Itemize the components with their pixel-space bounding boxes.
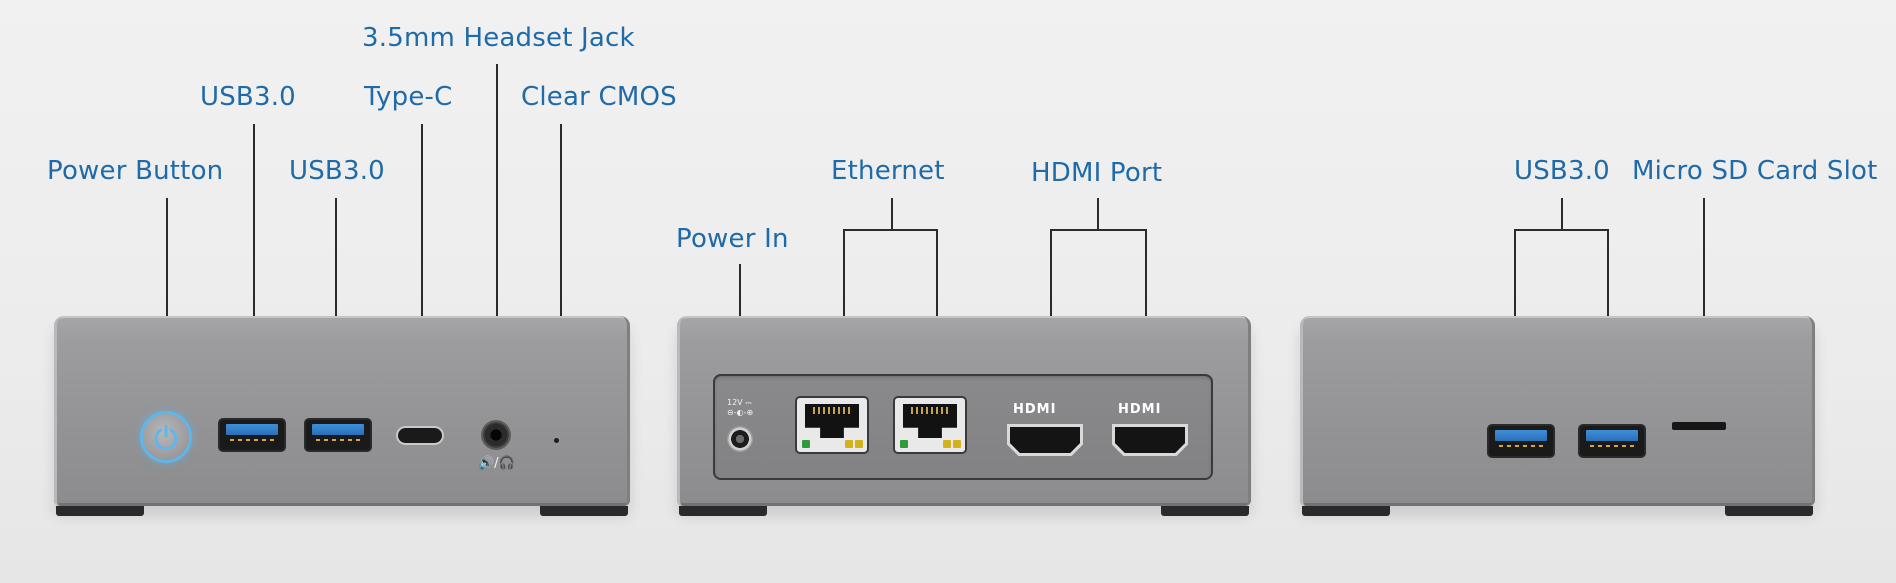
label-clear-cmos: Clear CMOS — [521, 82, 677, 112]
lead-type-c — [421, 124, 423, 380]
lead-ethernet-left — [843, 229, 845, 392]
activity-led — [953, 440, 961, 448]
label-type-c: Type-C — [364, 82, 453, 112]
hdmi-port-2[interactable] — [1115, 427, 1185, 453]
lead-micro-sd — [1703, 198, 1705, 376]
lead-clear-cmos — [560, 124, 562, 388]
headset-jack[interactable] — [483, 422, 509, 448]
power-in-jack[interactable] — [727, 426, 753, 452]
lead-usb30-side-right — [1607, 229, 1609, 387]
link-led — [900, 440, 908, 448]
label-micro-sd: Micro SD Card Slot — [1632, 156, 1878, 186]
lead-usb30-side-stem — [1561, 198, 1563, 230]
label-hdmi-port: HDMI Port — [1031, 158, 1163, 188]
device-foot — [1302, 506, 1390, 516]
dc-polarity-text: ⊖-◐-⊕ — [727, 408, 754, 417]
ethernet-port-1[interactable] — [797, 398, 867, 452]
usb30-port-front-2[interactable] — [306, 420, 370, 450]
dc-rating-text: 12V ⎓ — [727, 398, 752, 407]
lead-ethernet-stem — [891, 198, 893, 230]
label-headset-jack: 3.5mm Headset Jack — [362, 23, 635, 53]
activity-led — [855, 440, 863, 448]
hdmi-logo-1: HDMI — [1013, 402, 1057, 417]
type-c-port[interactable] — [398, 428, 442, 443]
lead-hdmi-left — [1050, 229, 1052, 385]
usb30-port-side-2[interactable] — [1580, 426, 1644, 456]
activity-led — [845, 440, 853, 448]
device-foot — [56, 506, 144, 516]
usb30-port-side-1[interactable] — [1489, 426, 1553, 456]
device-foot — [540, 506, 628, 516]
front-view-device: 🔊/🎧 — [54, 316, 630, 516]
device-foot — [679, 506, 767, 516]
ethernet-port-2[interactable] — [895, 398, 965, 452]
activity-led — [943, 440, 951, 448]
lead-usb30-side-bar — [1514, 229, 1609, 231]
micro-sd-card-slot[interactable] — [1672, 422, 1726, 430]
speaker-headphone-icon: 🔊/🎧 — [478, 456, 515, 471]
back-view-device: 12V ⎓ ⊖-◐-⊕ HDMI HDMI — [677, 316, 1251, 516]
lead-usb30-side-left — [1514, 229, 1516, 387]
label-power-button: Power Button — [47, 156, 224, 186]
lead-usb30-front-2 — [335, 198, 337, 380]
clear-cmos-pinhole[interactable] — [554, 438, 559, 443]
link-led — [802, 440, 810, 448]
side-view-device — [1300, 316, 1815, 516]
device-foot — [1161, 506, 1249, 516]
label-power-in: Power In — [676, 224, 789, 254]
lead-power-button — [166, 198, 168, 380]
label-usb30-front-2: USB3.0 — [289, 156, 385, 186]
lead-hdmi-bar — [1050, 229, 1147, 231]
lead-usb30-front-1 — [253, 124, 255, 380]
lead-ethernet-right — [936, 229, 938, 392]
lead-hdmi-stem — [1097, 198, 1099, 230]
hdmi-logo-2: HDMI — [1118, 402, 1162, 417]
lead-hdmi-right — [1145, 229, 1147, 385]
label-usb30-front-1: USB3.0 — [200, 82, 296, 112]
label-ethernet: Ethernet — [831, 156, 945, 186]
lead-headset-jack — [496, 64, 498, 380]
hdmi-port-1[interactable] — [1010, 427, 1080, 453]
device-foot — [1725, 506, 1813, 516]
power-button[interactable] — [143, 414, 189, 460]
usb30-port-front-1[interactable] — [220, 420, 284, 450]
label-usb30-side: USB3.0 — [1514, 156, 1610, 186]
lead-ethernet-bar — [843, 229, 938, 231]
power-icon — [154, 424, 178, 451]
